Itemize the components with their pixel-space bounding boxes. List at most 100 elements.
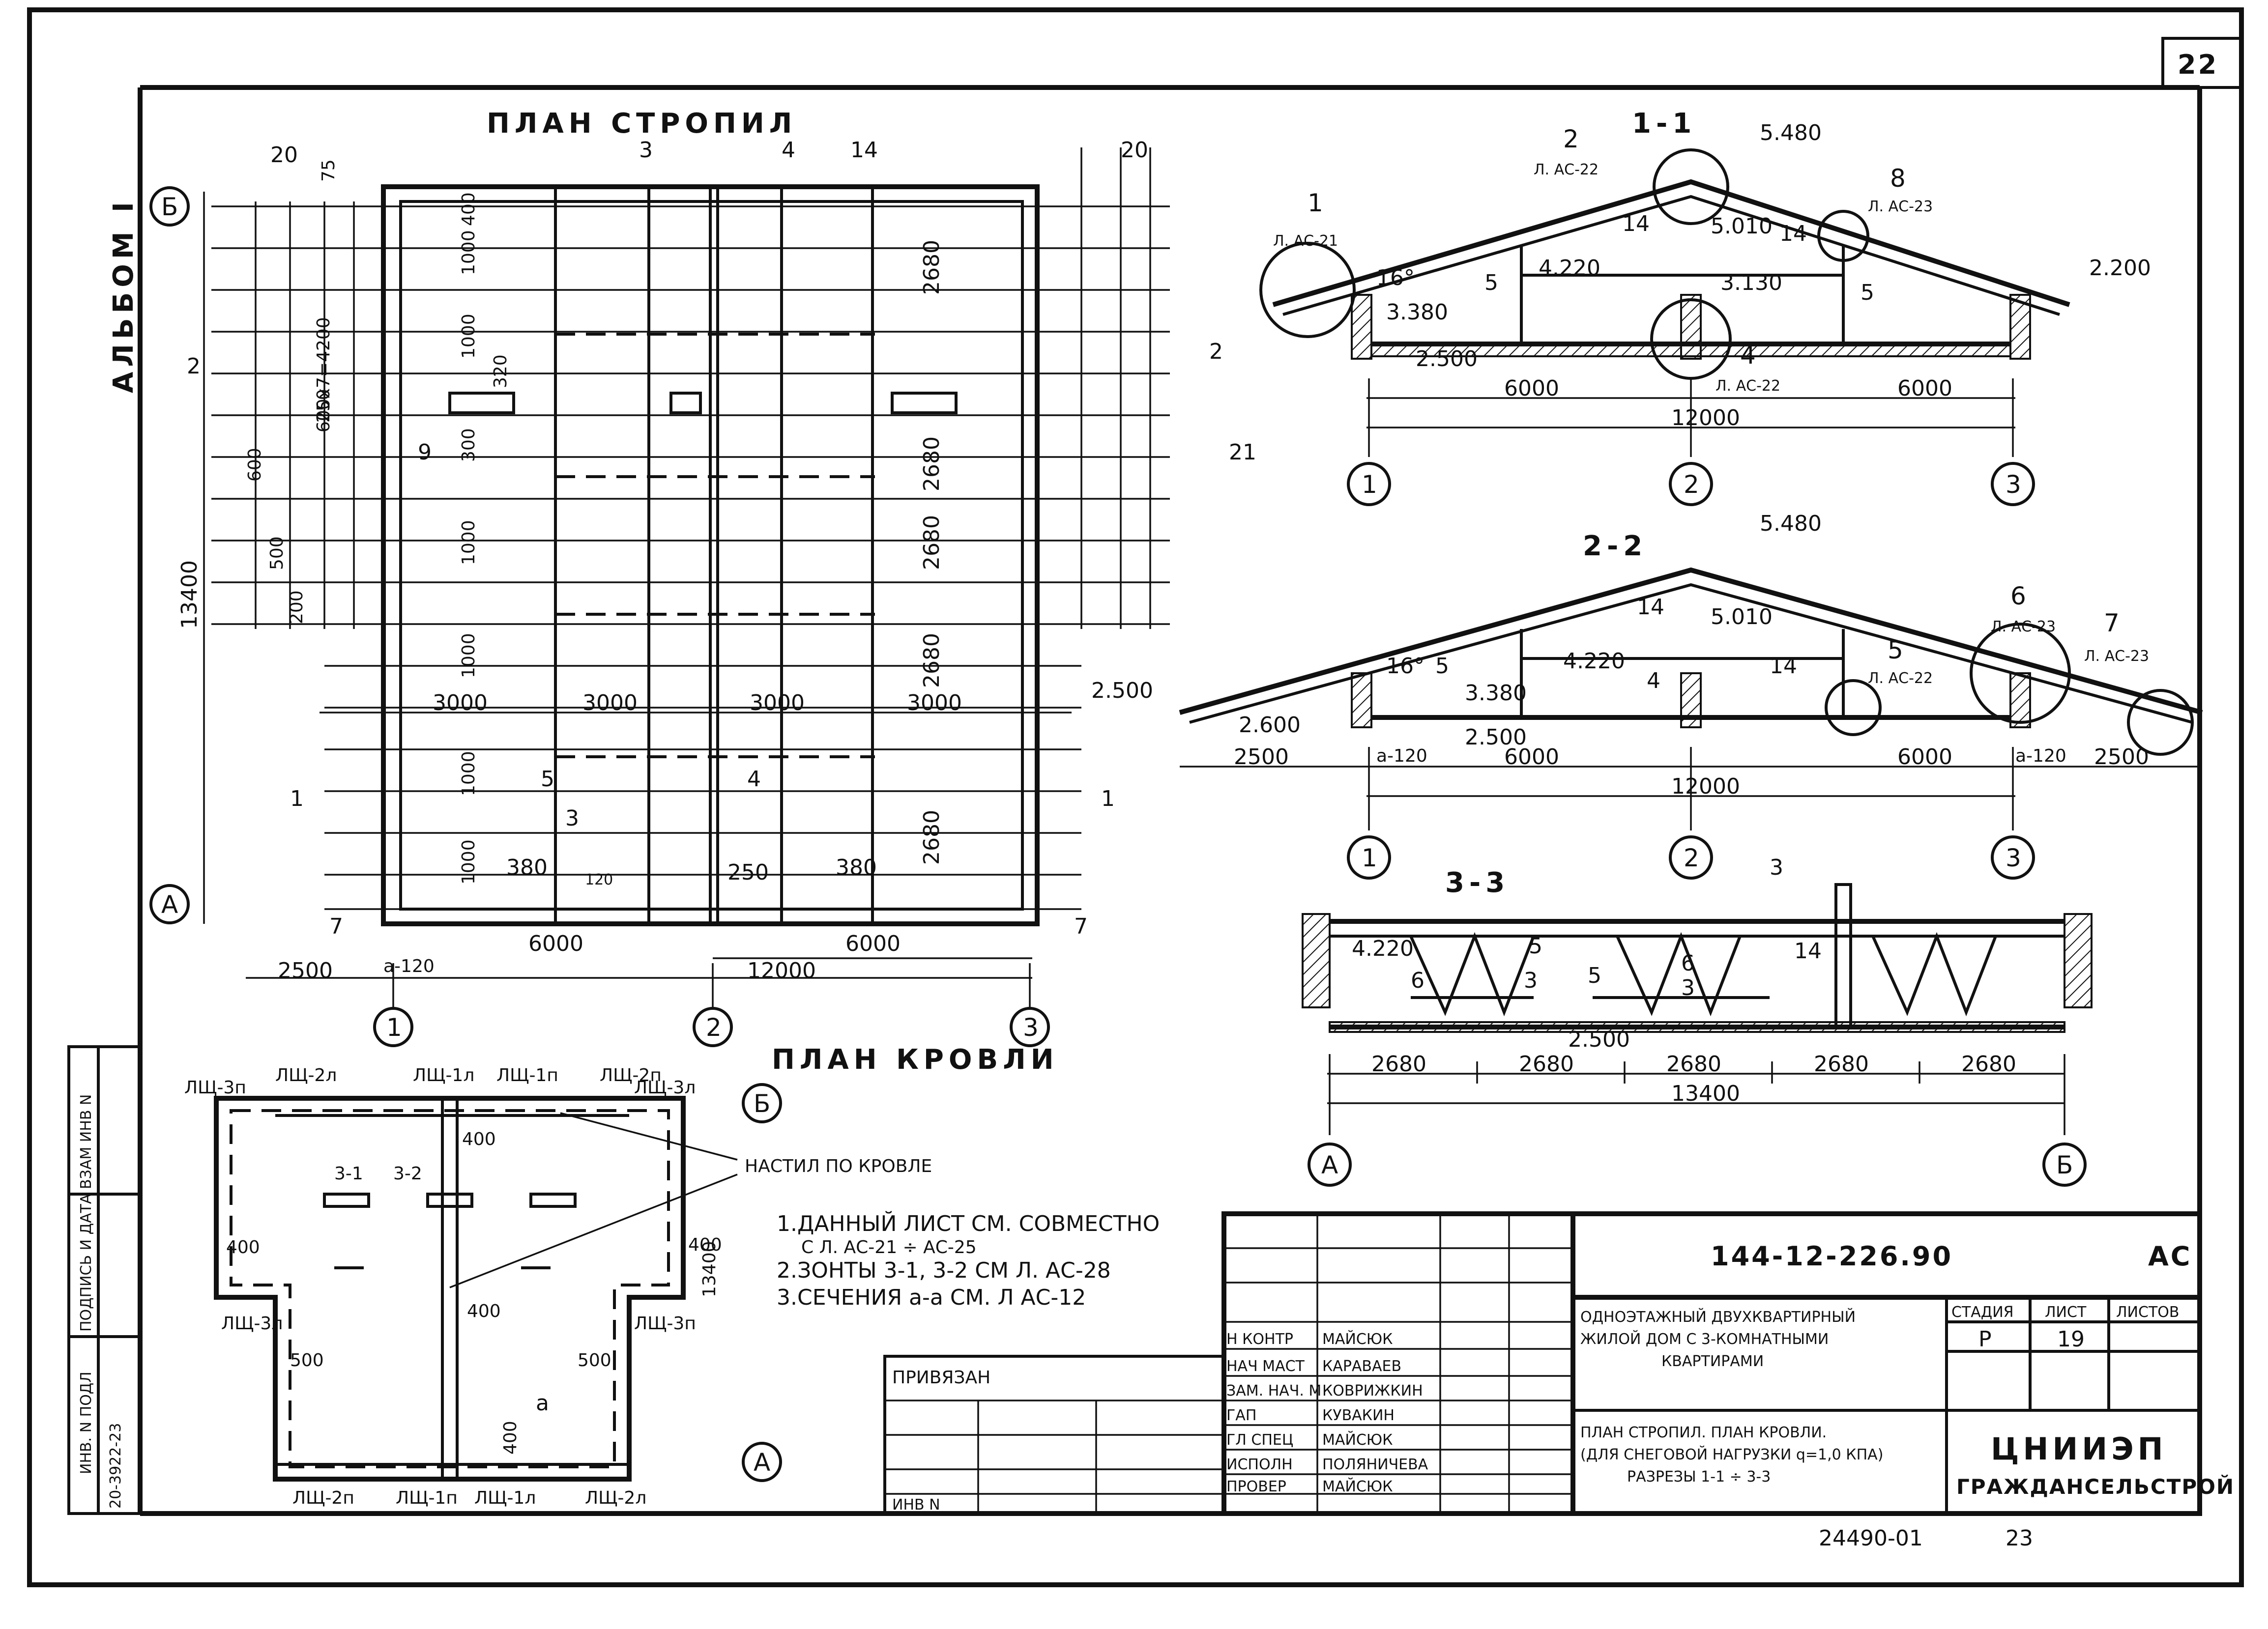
section-3-3: 3-3 3 5 5 6 6 3 3 14 4.220 2.500 bbox=[1302, 855, 2093, 1187]
node-8: 8 bbox=[1890, 164, 1906, 193]
node-6-ref: Л. АС-23 bbox=[1991, 618, 2056, 635]
node-2-ref: Л. АС-22 bbox=[1534, 161, 1599, 178]
roof-label-lsh2l-bot: ЛЩ-2л bbox=[585, 1488, 646, 1508]
sec22-elev-5010: 5.010 bbox=[1711, 604, 1773, 629]
rafter-dim-13400: 13400 bbox=[177, 560, 202, 629]
sec22-dim-a120-r: а-120 bbox=[2015, 746, 2066, 766]
member-5-r: 5 bbox=[1861, 280, 1874, 305]
rafter-dim-12000: 12000 bbox=[747, 958, 816, 983]
roof-dim-13400: 13400 bbox=[699, 1241, 720, 1297]
rafter-dim-3000-3: 3000 bbox=[750, 690, 805, 715]
roof-hatch-3-1: 3-1 bbox=[334, 1164, 363, 1184]
rafter-dim-300: 300 bbox=[459, 428, 479, 462]
note-3: 3.СЕЧЕНИЯ а-а СМ. Л АС-12 bbox=[777, 1285, 1086, 1310]
sec22-elev-3380: 3.380 bbox=[1465, 681, 1527, 706]
rafter-mark-3-top: 3 bbox=[639, 138, 653, 163]
staff-role-6: ИСПОЛН bbox=[1226, 1456, 1293, 1473]
sec33-dim-2680-5: 2680 bbox=[1961, 1052, 2016, 1077]
sec33-axis-a: А bbox=[1321, 1151, 1338, 1179]
member-14-l: 14 bbox=[1622, 211, 1650, 236]
rafter-dim-1000-4: 1000 bbox=[459, 633, 479, 678]
node-7: 7 bbox=[2104, 609, 2120, 637]
staff-name-5: МАЙСЮК bbox=[1322, 1431, 1393, 1449]
staff-name-3: КОВРИЖКИН bbox=[1322, 1382, 1423, 1400]
roof-plan: ПЛАН КРОВЛИ ЛЩ-2л ЛЩ-1л ЛЩ-1п ЛЩ-2п ЛЩ-3… bbox=[184, 1044, 1059, 1508]
rafter-axis-b: Б bbox=[161, 193, 178, 221]
node-8-ref: Л. АС-23 bbox=[1868, 198, 1933, 215]
side-stamp-value: 20-3922-23 bbox=[107, 1423, 124, 1509]
sec33-dim-2680-2: 2680 bbox=[1519, 1052, 1574, 1077]
roof-label-lsh1l-bot: ЛЩ-1л bbox=[474, 1488, 536, 1508]
rafter-mark-21: 21 bbox=[1229, 440, 1256, 465]
roof-axis-b: Б bbox=[754, 1089, 770, 1118]
rafter-mark-14: 14 bbox=[850, 138, 878, 163]
rafter-dim-120: 120 bbox=[585, 871, 613, 888]
node-5-22-ref: Л. АС-22 bbox=[1868, 670, 1933, 687]
elev-2500: 2.500 bbox=[1416, 346, 1478, 372]
sec33-member-3-a: 3 bbox=[1770, 855, 1783, 880]
roof-label-lsh1l-top: ЛЩ-1л bbox=[413, 1065, 474, 1086]
roof-plan-title: ПЛАН КРОВЛИ bbox=[772, 1044, 1059, 1076]
sheet-title-2: (ДЛЯ СНЕГОВОЙ НАГРУЗКИ q=1,0 КПА) bbox=[1580, 1446, 1883, 1463]
roof-dim-400-mid: 400 bbox=[467, 1301, 501, 1321]
roof-dim-400-left: 400 bbox=[226, 1237, 260, 1257]
rafter-dim-200: 200 bbox=[287, 590, 307, 624]
member-14-r: 14 bbox=[1779, 221, 1807, 246]
note-1: 1.ДАННЫЙ ЛИСТ СМ. СОВМЕСТНО bbox=[777, 1210, 1160, 1236]
rafter-dim-2500: 2500 bbox=[278, 958, 333, 983]
sec22-dim-2500-r: 2500 bbox=[2094, 744, 2149, 770]
node-1: 1 bbox=[1308, 189, 1323, 217]
rafter-dim-3000-2: 3000 bbox=[582, 690, 638, 715]
rafter-dim-3000-4: 3000 bbox=[907, 690, 962, 715]
rafter-mark-7-left: 7 bbox=[329, 914, 343, 939]
sec33-dim-2680-3: 2680 bbox=[1666, 1052, 1721, 1077]
staff-role-2: НАЧ МАСТ bbox=[1226, 1358, 1305, 1375]
rafter-dim-2680-2: 2680 bbox=[919, 436, 944, 491]
elev-2200: 2.200 bbox=[2089, 256, 2151, 281]
elev-4220: 4.220 bbox=[1539, 256, 1600, 281]
general-notes: 1.ДАННЫЙ ЛИСТ СМ. СОВМЕСТНО С Л. АС-21 ÷… bbox=[777, 1210, 1160, 1310]
roof-label-lsh2p-bot: ЛЩ-2п bbox=[292, 1488, 354, 1508]
rafter-axis-2: 2 bbox=[706, 1013, 722, 1042]
rafter-dim-380-1: 380 bbox=[506, 855, 548, 880]
roof-label-lsh1p-top: ЛЩ-1п bbox=[496, 1065, 558, 1086]
sheet-title-3: РАЗРЕЗЫ 1-1 ÷ 3-3 bbox=[1627, 1468, 1771, 1486]
rafter-dim-20-left: 20 bbox=[270, 143, 298, 168]
rafter-dim-75: 75 bbox=[319, 159, 339, 182]
project-title-1: ОДНОЭТАЖНЫЙ ДВУХКВАРТИРНЫЙ bbox=[1580, 1308, 1856, 1326]
sec33-dim-13400: 13400 bbox=[1671, 1081, 1740, 1106]
rafter-elev-2500: 2.500 bbox=[1091, 678, 1153, 703]
sec22-member-14-l: 14 bbox=[1637, 595, 1664, 620]
roof-label-lsh2l-top: ЛЩ-2л bbox=[275, 1065, 337, 1086]
roof-label-lsh3l-top: ЛЩ-3л bbox=[634, 1078, 696, 1098]
roof-axis-a: А bbox=[754, 1448, 770, 1477]
node-4-ref: Л. АС-22 bbox=[1716, 377, 1780, 395]
sec11-axis-3: 3 bbox=[2006, 470, 2021, 499]
sec22-axis-3: 3 bbox=[2006, 844, 2021, 872]
staff-role-3: ЗАМ. НАЧ. М bbox=[1226, 1382, 1321, 1400]
sec33-elev-4220: 4.220 bbox=[1352, 936, 1414, 961]
rafter-mark-1-left: 1 bbox=[290, 786, 304, 811]
bottom-doc-number: 24490-01 bbox=[1819, 1526, 1923, 1551]
node-2: 2 bbox=[1563, 125, 1579, 153]
section-3-3-title: 3-3 bbox=[1445, 867, 1510, 899]
sec22-axis-1: 1 bbox=[1362, 844, 1377, 872]
staff-name-4: КУВАКИН bbox=[1322, 1407, 1395, 1424]
rafter-dim-320: 320 bbox=[491, 354, 511, 388]
sec22-dim-6000-l: 6000 bbox=[1504, 744, 1559, 770]
sheets-label: ЛИСТОВ bbox=[2116, 1304, 2179, 1321]
node-6: 6 bbox=[2010, 582, 2026, 610]
sec22-member-5: 5 bbox=[1435, 654, 1449, 679]
roof-dim-400-bot: 400 bbox=[500, 1421, 521, 1455]
sec33-member-3-b: 3 bbox=[1524, 968, 1538, 993]
note-1b: С Л. АС-21 ÷ АС-25 bbox=[801, 1237, 977, 1257]
sec33-member-6-b: 6 bbox=[1681, 951, 1695, 976]
staff-role-1: Н КОНТР bbox=[1226, 1331, 1293, 1348]
roof-dim-500-left: 500 bbox=[290, 1350, 324, 1371]
sec22-dim-2500-l: 2500 bbox=[1234, 744, 1289, 770]
privyazan-label: ПРИВЯЗАН bbox=[892, 1368, 990, 1388]
rafter-dim-6000-left: 6000 bbox=[528, 931, 583, 956]
sec22-dim-a120-l: а-120 bbox=[1376, 746, 1427, 766]
sec11-axis-2: 2 bbox=[1684, 470, 1699, 499]
doc-code: 144-12-226.90 bbox=[1711, 1241, 1953, 1272]
